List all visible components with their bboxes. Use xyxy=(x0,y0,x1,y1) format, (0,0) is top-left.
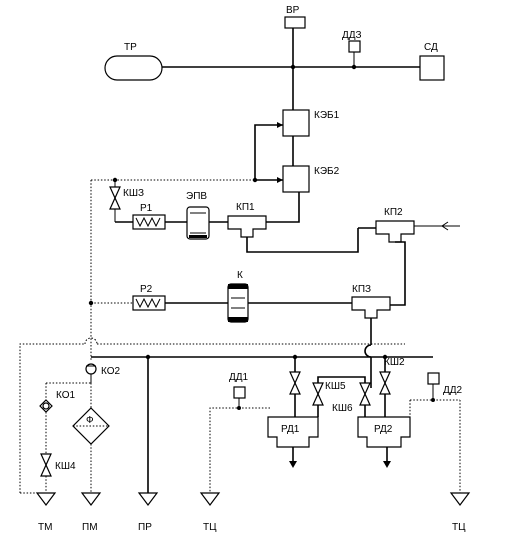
valve-ksh6 xyxy=(359,382,371,396)
valve-ksh4-b xyxy=(40,463,52,477)
valve-ksh2-b xyxy=(379,381,391,395)
outlet-pr xyxy=(137,492,159,506)
junction xyxy=(88,300,94,306)
valve-keb2 xyxy=(282,165,310,193)
device-sd xyxy=(419,55,445,81)
valve-keb1 xyxy=(282,109,310,137)
valve-rd1-feed xyxy=(289,371,301,385)
k-top xyxy=(228,284,248,289)
valve-epv xyxy=(186,206,210,240)
ko1-ball xyxy=(42,402,50,410)
valve-ksh2 xyxy=(379,371,391,385)
label-keb2: КЭБ2 xyxy=(314,166,340,177)
junction xyxy=(252,177,258,183)
valve-k xyxy=(227,283,249,323)
junction xyxy=(351,64,357,70)
label-r1: Р1 xyxy=(140,203,153,214)
label-dd3: ДДЗ xyxy=(342,30,362,41)
arrow-in xyxy=(441,221,449,231)
label-dd1: ДД1 xyxy=(229,372,249,383)
junction xyxy=(290,64,296,70)
device-vr xyxy=(284,16,306,29)
k-bottom xyxy=(228,317,248,322)
r2-spring xyxy=(135,297,161,309)
label-epv: ЭПВ xyxy=(186,191,207,202)
crossover-arc xyxy=(364,344,372,358)
valve-ksh5 xyxy=(312,382,324,396)
regulator-rd1 xyxy=(267,416,319,448)
tm-dotted-loop xyxy=(19,343,85,493)
valve-kp3 xyxy=(351,296,391,319)
rd1-exhaust-arrow xyxy=(289,461,297,468)
kp1-kp2-link xyxy=(246,228,359,253)
label-ksh2: КШ2 xyxy=(384,357,405,368)
label-keb1: КЭБ1 xyxy=(314,110,340,121)
junction xyxy=(431,398,435,402)
label-sd: СД xyxy=(424,42,438,53)
outlet-pm xyxy=(80,492,102,506)
label-ksh3: КШЗ xyxy=(123,188,144,199)
label-k: К xyxy=(237,270,243,281)
label-r2: Р2 xyxy=(140,284,153,295)
label-kp3: КПЗ xyxy=(352,284,371,295)
label-ko2: КО2 xyxy=(101,366,120,377)
keb1-branch xyxy=(254,124,283,180)
valve-kp2 xyxy=(375,220,415,243)
label-tr: ТР xyxy=(124,42,137,53)
sensor-dd3 xyxy=(348,40,361,53)
valve-ksh6-b xyxy=(359,392,371,406)
label-tm: ТМ xyxy=(38,522,52,533)
epv-base xyxy=(189,235,207,238)
label-kp1: КП1 xyxy=(236,202,255,213)
tc-left-line xyxy=(209,407,270,493)
regulator-rd2 xyxy=(357,416,411,448)
label-tc-left: ТЦ xyxy=(203,522,217,533)
rd2-exhaust-arrow xyxy=(383,461,391,468)
valve-ksh3-b xyxy=(109,196,121,210)
outlet-tc-right xyxy=(449,492,471,506)
label-ksh4: КШ4 xyxy=(55,461,76,472)
outlet-tm xyxy=(35,492,57,506)
arrow xyxy=(277,177,283,183)
kp2-kp3-link xyxy=(390,241,406,306)
label-pr: ПР xyxy=(138,522,152,533)
label-ksh5: КШ5 xyxy=(325,381,346,392)
label-vr: ВР xyxy=(286,5,300,16)
sensor-dd1 xyxy=(233,386,246,399)
sensor-dd2 xyxy=(427,372,440,385)
label-dd2: ДД2 xyxy=(443,385,463,396)
label-ksh6: КШ6 xyxy=(332,403,353,414)
label-ko1: КО1 xyxy=(56,390,75,401)
label-tc-right: ТЦ xyxy=(452,522,466,533)
label-kp2: КП2 xyxy=(384,207,403,218)
valve-kp1 xyxy=(227,215,267,238)
ksh5-bridge xyxy=(317,376,366,383)
label-rd1: РД1 xyxy=(281,424,300,435)
valve-rd1-feed-b xyxy=(289,381,301,395)
label-f: Ф xyxy=(86,415,94,426)
valve-ksh3 xyxy=(109,186,121,200)
valve-ksh4 xyxy=(40,453,52,467)
valve-ksh5-b xyxy=(312,392,324,406)
label-pm: ПМ xyxy=(82,522,98,533)
label-rd2: РД2 xyxy=(374,424,393,435)
reservoir-tr xyxy=(104,55,163,81)
keb2-to-kp1 xyxy=(266,192,300,223)
outlet-tc-left xyxy=(199,492,221,506)
arrow xyxy=(277,122,283,128)
r1-spring xyxy=(135,216,161,228)
